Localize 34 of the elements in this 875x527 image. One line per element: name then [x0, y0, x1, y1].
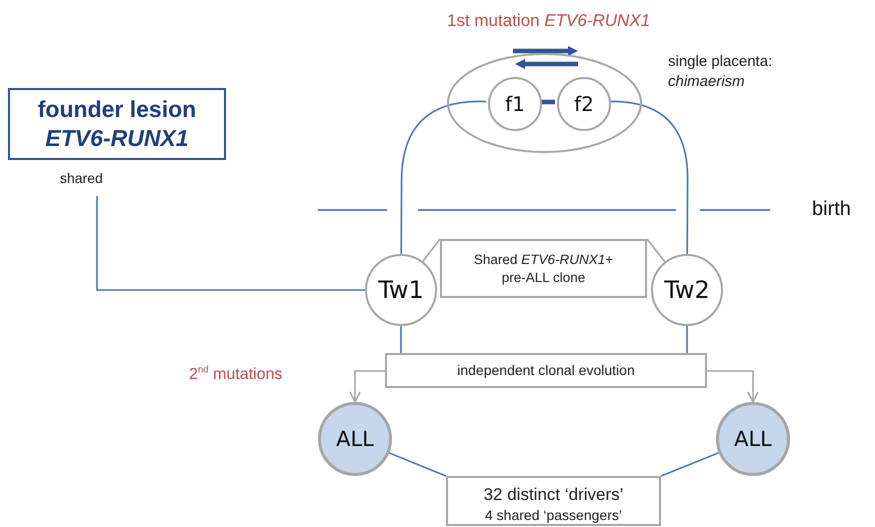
placenta-note: single placenta: chimaerism	[668, 52, 774, 92]
arrow	[707, 370, 759, 403]
clone-box	[440, 239, 647, 298]
box-text: 4 shared ‘passengers’	[485, 506, 622, 524]
connector	[540, 100, 555, 104]
connector	[400, 326, 402, 353]
birth-label: birth	[812, 197, 852, 222]
driver-count-box	[446, 476, 661, 526]
connector	[686, 326, 688, 353]
circle-label: f1	[505, 92, 525, 116]
connector	[96, 196, 365, 291]
connector	[660, 452, 719, 477]
founder-text: founder lesion	[38, 95, 196, 124]
box-text: 32 distinct ‘drivers’	[484, 484, 624, 506]
circle-label: Tw2	[664, 276, 710, 304]
circle-label: ALL	[734, 427, 772, 451]
circle-label: ALL	[336, 427, 374, 451]
connector	[400, 100, 486, 254]
connector	[646, 238, 666, 262]
box-text: independent clonal evolution	[457, 361, 635, 380]
arrow	[349, 370, 385, 403]
fetus-circle	[488, 77, 542, 131]
founder-text: ETV6-RUNX1	[45, 124, 189, 153]
evolution-box	[385, 353, 707, 388]
beside-note: shared	[60, 170, 103, 186]
mutation-label: 2$^{nd}$ mutations	[189, 364, 284, 385]
connector	[422, 238, 441, 262]
connector	[388, 452, 446, 477]
box-text: Shared ETV6-RUNX1+ pre-ALL clone	[472, 250, 614, 286]
circle-label: f2	[574, 92, 594, 116]
circle-label: Tw1	[378, 276, 424, 304]
fetus-circle	[557, 77, 611, 131]
placenta-ellipse	[447, 53, 642, 153]
mutation-heading: 1st mutation ETV6-RUNX1	[447, 10, 652, 32]
